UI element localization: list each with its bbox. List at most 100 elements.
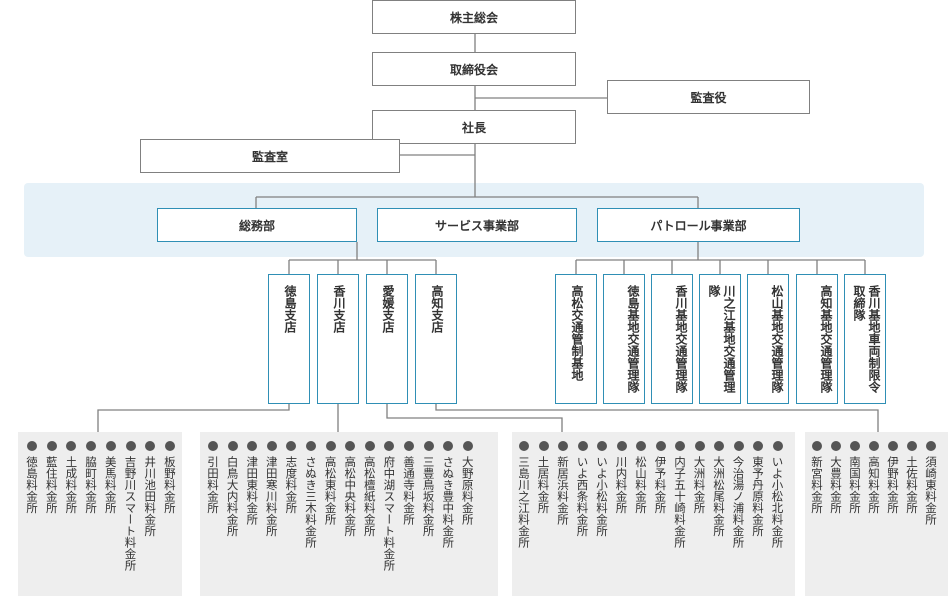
branch-kagawa: 香川支店 xyxy=(317,274,359,404)
office-bullet xyxy=(753,441,763,451)
office-bullet xyxy=(266,441,277,451)
office-label: 大洲料金所 xyxy=(692,456,707,514)
auditor-box: 監査役 xyxy=(607,80,810,114)
office-bullet xyxy=(404,441,414,451)
office-label: 伊予料金所 xyxy=(653,456,668,514)
office-bullet xyxy=(345,441,356,451)
office-bullet xyxy=(597,441,607,451)
office-label: 府中湖スマート料金所 xyxy=(382,456,397,571)
office-label: 吉野川スマート料金所 xyxy=(123,456,138,571)
office-bullet xyxy=(558,441,568,451)
office-label: 三豊鳥坂料金所 xyxy=(421,456,436,537)
office-bullet xyxy=(247,441,258,451)
office-label: 大洲松尾料金所 xyxy=(712,456,726,537)
office-label: 今治湯ノ浦料金所 xyxy=(731,456,746,548)
office-bullet xyxy=(306,441,316,451)
office-bullet xyxy=(850,441,860,451)
division-general-affairs: 総務部 xyxy=(157,208,357,242)
office-label: いよ小松北料金所 xyxy=(770,456,785,548)
office-label: いよ小松料金所 xyxy=(595,456,609,537)
office-label: 土佐料金所 xyxy=(905,456,919,514)
patrol-unit-6: 高知基地交通管理隊 xyxy=(796,274,838,404)
office-bullet xyxy=(46,441,57,451)
office-label: 高松東料金所 xyxy=(323,456,338,525)
office-bullet xyxy=(325,441,336,451)
patrol-unit-2: 徳島基地交通管理隊 xyxy=(603,274,645,404)
office-label: 大豊料金所 xyxy=(829,456,843,514)
office-label: 松山料金所 xyxy=(634,456,648,514)
branch-kochi: 高知支店 xyxy=(415,274,457,404)
office-bullet xyxy=(869,441,879,451)
office-bullet xyxy=(812,441,822,451)
office-bullet xyxy=(86,441,97,451)
office-label: 美馬料金所 xyxy=(103,456,118,514)
office-label: 新居浜料金所 xyxy=(556,456,570,525)
office-label: 三島川之江料金所 xyxy=(517,456,531,548)
office-label: 津田寒川料金所 xyxy=(264,456,279,537)
office-bullet xyxy=(772,441,783,451)
office-label: 高松中央料金所 xyxy=(343,456,358,537)
patrol-unit-5: 松山基地交通管理隊 xyxy=(747,274,789,404)
office-bullet xyxy=(462,441,473,451)
office-label: 須崎東料金所 xyxy=(924,456,938,525)
office-bullet xyxy=(655,441,666,451)
office-bullet xyxy=(694,441,705,451)
office-label: 大野原料金所 xyxy=(460,456,475,525)
office-bullet xyxy=(384,441,395,451)
office-bullet xyxy=(443,441,454,451)
office-bullet xyxy=(227,441,238,451)
office-bullet xyxy=(164,441,175,451)
office-label: いよ西条料金所 xyxy=(575,456,590,537)
offices-panel-kochi xyxy=(805,432,948,596)
office-label: 徳島料金所 xyxy=(25,456,39,514)
office-bullet xyxy=(616,441,627,451)
office-bullet xyxy=(423,441,434,451)
office-bullet xyxy=(208,441,218,451)
office-label: 南国料金所 xyxy=(848,456,862,514)
office-bullet xyxy=(926,441,936,451)
division-patrol: パトロール事業部 xyxy=(597,208,800,242)
office-bullet xyxy=(519,441,529,451)
offices-panel-tokushima xyxy=(18,432,182,596)
office-label: 川内料金所 xyxy=(614,456,629,514)
office-label: 井川池田料金所 xyxy=(143,456,158,537)
office-bullet xyxy=(831,441,841,451)
office-label: 藍住料金所 xyxy=(44,456,59,514)
office-label: 新宮料金所 xyxy=(810,456,824,514)
office-bullet xyxy=(675,441,685,451)
office-bullet xyxy=(714,441,724,451)
office-label: 高知料金所 xyxy=(867,456,881,514)
office-bullet xyxy=(145,441,156,451)
office-label: 脇町料金所 xyxy=(84,456,99,514)
patrol-unit-1: 高松交通管制基地 xyxy=(555,274,597,404)
office-label: 内子五十崎料金所 xyxy=(673,456,687,548)
board-box: 取締役会 xyxy=(372,52,576,86)
office-label: 善通寺料金所 xyxy=(402,456,416,525)
office-bullet xyxy=(364,441,375,451)
office-bullet xyxy=(125,441,136,451)
offices-panel-kagawa xyxy=(200,432,498,596)
office-bullet xyxy=(577,441,588,451)
office-label: 伊野料金所 xyxy=(886,456,900,514)
office-label: 津田東料金所 xyxy=(245,456,260,525)
office-bullet xyxy=(105,441,116,451)
patrol-unit-3: 香川基地交通管理隊 xyxy=(651,274,693,404)
offices-panel-ehime xyxy=(512,432,795,596)
office-label: 土成料金所 xyxy=(64,456,79,514)
office-label: 板野料金所 xyxy=(162,456,177,514)
office-label: 引田料金所 xyxy=(206,456,220,514)
president-box: 社長 xyxy=(372,110,576,144)
office-bullet xyxy=(907,441,917,451)
branch-tokushima: 徳島支店 xyxy=(268,274,310,404)
shareholders-box: 株主総会 xyxy=(372,0,576,34)
office-label: 白鳥大内料金所 xyxy=(225,456,240,537)
office-bullet xyxy=(66,441,77,451)
office-label: 土居料金所 xyxy=(536,456,551,514)
office-bullet xyxy=(636,441,646,451)
office-bullet xyxy=(538,441,549,451)
division-service: サービス事業部 xyxy=(377,208,577,242)
office-label: 高松檀紙料金所 xyxy=(362,456,377,537)
patrol-unit-4: 川之江基地交通管理隊 xyxy=(699,274,741,404)
office-bullet xyxy=(733,441,744,451)
